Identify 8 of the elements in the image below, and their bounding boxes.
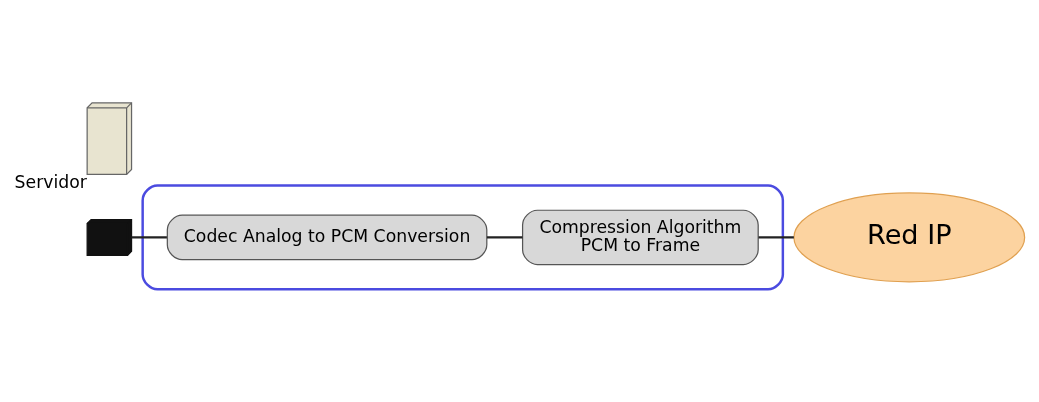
connector (486, 236, 523, 239)
node-ellipse: Red IP (793, 192, 1026, 283)
connector (131, 236, 167, 239)
cluster (141, 184, 785, 291)
node-label: Servidor (14, 172, 87, 193)
connector (758, 236, 794, 239)
node-box: Codec Analog to PCM Conversion (166, 214, 488, 261)
node-box: Compression Algorithm PCM to Frame (521, 209, 759, 266)
